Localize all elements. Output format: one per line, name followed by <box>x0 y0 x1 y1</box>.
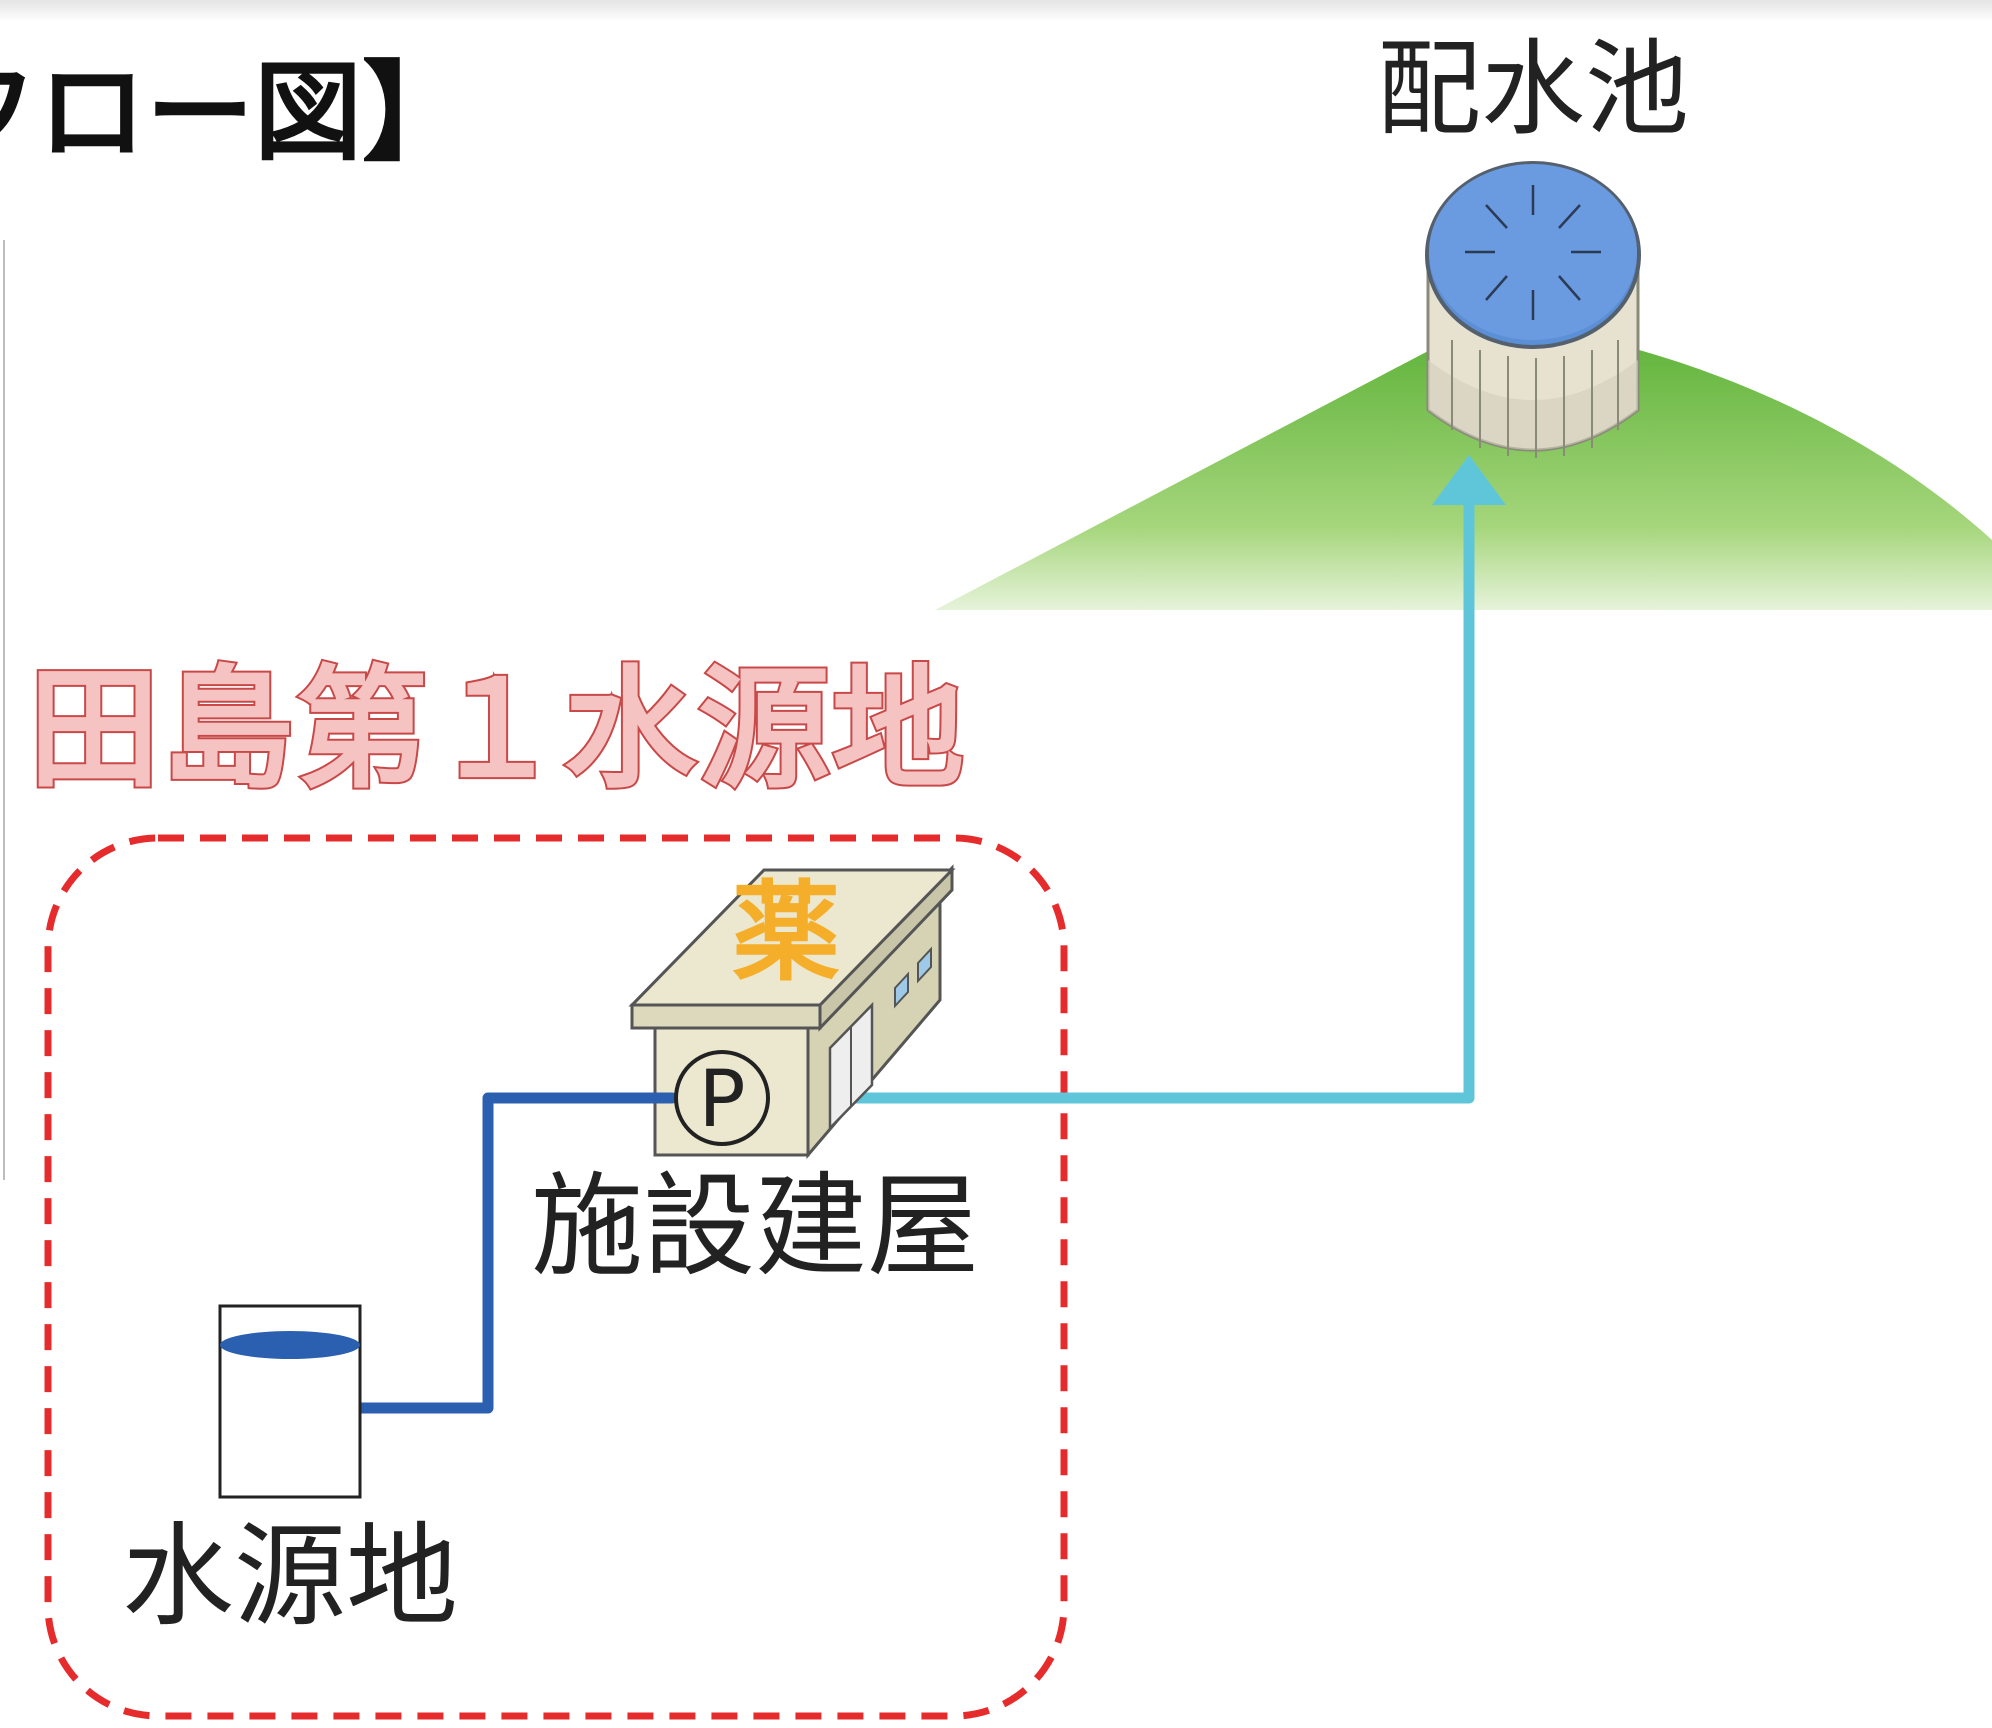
pump-symbol: P <box>698 1055 745 1145</box>
building-label: 施設建屋 <box>531 1162 979 1292</box>
top-band <box>0 0 1992 22</box>
facility-building-icon <box>628 864 956 1160</box>
site-name: 田島第１水源地 <box>28 653 966 807</box>
site-boundary <box>44 834 1068 1720</box>
well-label: 水源地 <box>122 1512 458 1642</box>
reservoir-tank-icon <box>1425 161 1641 458</box>
treated-water-pipe <box>772 485 1475 1104</box>
treated-water-arrow-icon <box>1432 455 1506 505</box>
pump-icon <box>674 1050 770 1146</box>
reservoir-label: 配水池 <box>1377 28 1689 150</box>
raw-water-pipe <box>304 1092 678 1414</box>
well-icon <box>218 1304 362 1499</box>
chemical-symbol: 薬 <box>732 871 840 996</box>
page-title: フロー図】 <box>0 51 470 176</box>
